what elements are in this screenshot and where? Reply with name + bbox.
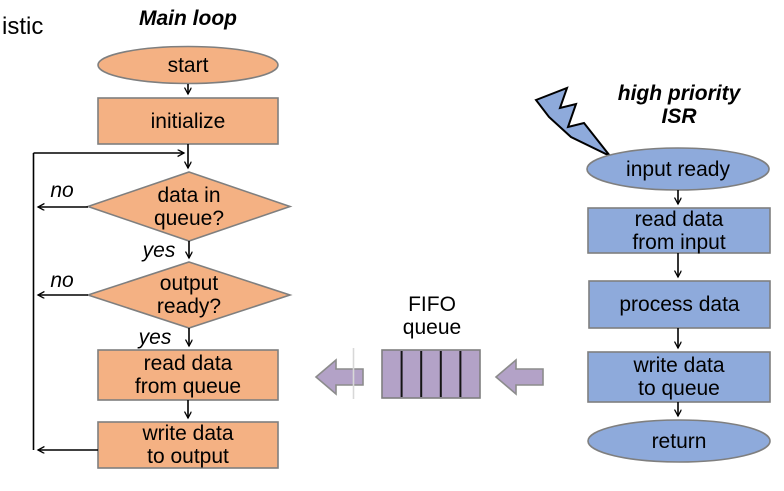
process-data-label: process data (619, 293, 740, 316)
return-ellipse (587, 419, 771, 463)
yes-branch-label-1: yes (142, 238, 176, 262)
main-loop-title: Main loop (139, 6, 237, 30)
process-data-box (588, 280, 771, 329)
initialize-label: initialize (150, 109, 226, 133)
write-to-output-box (97, 421, 279, 469)
read-from-input-label: read data from input (632, 207, 726, 254)
data-in-queue-label: data in queue? (153, 183, 225, 230)
initialize-box (97, 97, 279, 145)
fifo-dividers-group (400, 351, 462, 397)
read-from-queue-label: read data from queue (134, 352, 242, 398)
output-ready-label: output ready? (156, 272, 222, 318)
yes-branch-label-2: yes (138, 325, 172, 349)
fifo-out-arrow-icon (314, 358, 364, 396)
lightning-bolt-icon (534, 86, 611, 157)
read-from-input-box (587, 207, 771, 254)
start-ellipse (97, 45, 279, 85)
read-from-queue-box (97, 349, 279, 401)
start-label: start (167, 53, 209, 77)
write-to-output-label: write data to output (142, 422, 234, 468)
write-to-queue-box (587, 351, 771, 403)
fifo-queue-label: FIFO queue (402, 293, 462, 339)
clipped-heading-text: istic (2, 12, 44, 40)
return-label: return (651, 429, 707, 453)
isr-title: high priority ISR (617, 82, 741, 128)
input-ready-label: input ready (626, 157, 730, 181)
fifo-queue-box (381, 349, 481, 399)
write-to-queue-label: write data to queue (633, 354, 725, 400)
no-branch-label-1: no (50, 178, 74, 202)
no-branch-label-2: no (50, 268, 74, 292)
fifo-in-arrow-icon (494, 358, 544, 396)
